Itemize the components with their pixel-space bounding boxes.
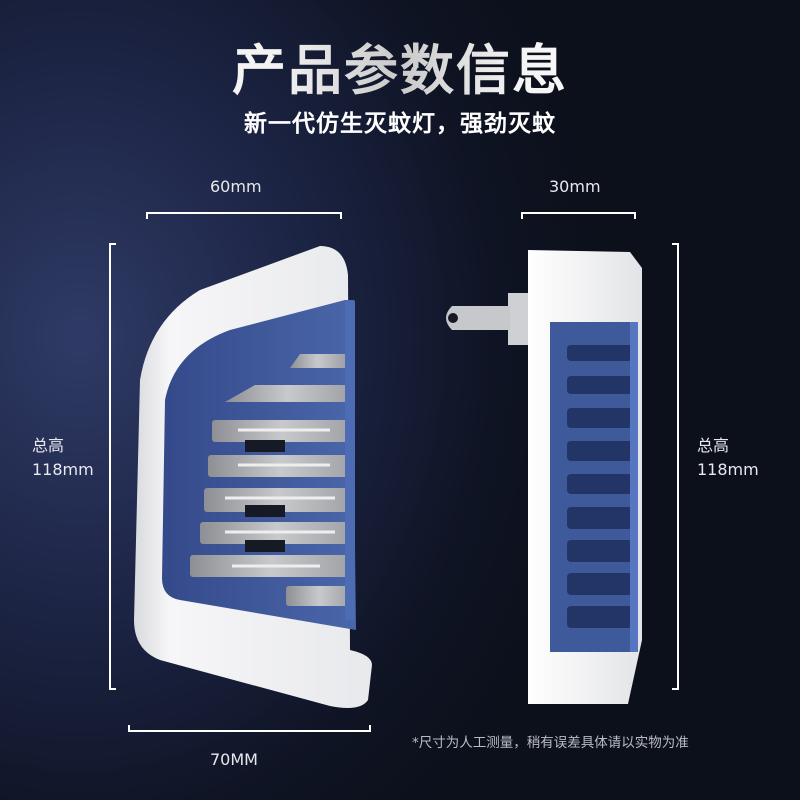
front-width-top-bracket: [146, 212, 342, 219]
front-width-top-label: 60mm: [210, 177, 262, 196]
measurement-disclaimer: *尺寸为人工测量，稍有误差具体请以实物为准: [412, 735, 689, 751]
side-height-caption: 总高: [697, 436, 730, 455]
front-width-bottom-bracket: [128, 725, 371, 732]
page-title: 产品参数信息: [0, 26, 800, 105]
side-height-value: 118mm: [697, 460, 759, 479]
side-depth-bracket: [521, 212, 636, 219]
front-width-bottom-label: 70MM: [210, 750, 258, 769]
front-height-caption: 总高: [32, 436, 65, 455]
front-height-bracket: [109, 243, 116, 690]
front-height-value: 118mm: [32, 460, 94, 479]
side-depth-label: 30mm: [549, 177, 601, 196]
page-subtitle: 新一代仿生灭蚊灯，强劲灭蚊: [244, 111, 556, 137]
side-height-bracket: [672, 243, 679, 690]
